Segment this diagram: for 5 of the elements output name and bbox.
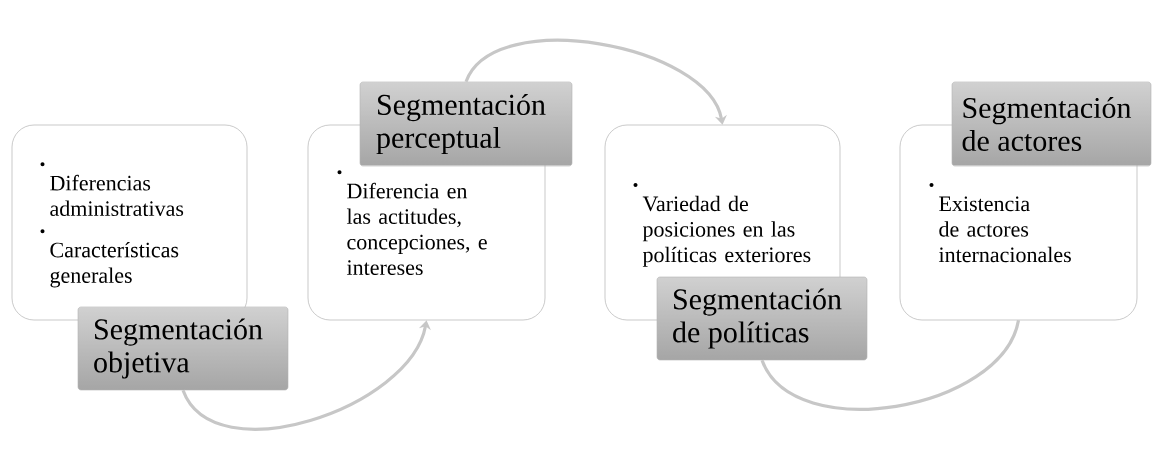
title-box: Segmentación de políticas: [656, 276, 868, 361]
curved-arrow: [464, 39, 727, 125]
title-box: Segmentación de actores: [951, 81, 1152, 167]
title-box: Segmentación objetiva: [77, 306, 289, 391]
title-box: Segmentación perceptual: [359, 81, 573, 167]
